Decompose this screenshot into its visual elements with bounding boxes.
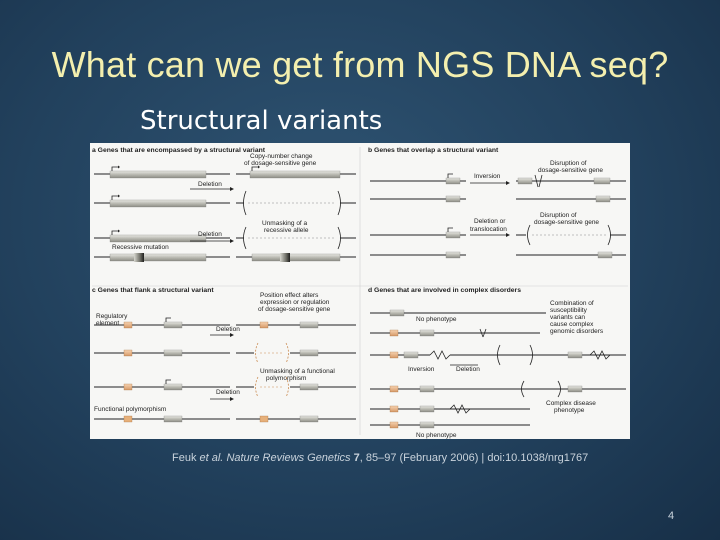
figure-label: Deletion [216,389,240,396]
gene-icon [164,416,182,422]
figure-label: Disruption of [550,160,587,167]
panel-c: c Genes that flank a structural variant … [92,287,356,422]
gene-icon [110,171,206,178]
figure-label: Disruption of [540,212,577,219]
structural-variants-figure: a Genes that are encompassed by a struct… [90,143,630,439]
gene-icon [446,178,460,184]
figure-label: dosage-sensitive gene [538,167,603,174]
figure-label: Combination of [550,300,594,307]
arrow-right-icon [506,181,510,185]
figure-label: Inversion [408,366,435,373]
figure-label: cause complex [550,321,594,328]
figure-label: translocation [470,226,507,233]
figure-label: Inversion [474,173,501,180]
figure-label: Copy-number change [250,153,313,160]
recessive-mutation-marker [134,253,144,262]
figure-label: Complex disease [546,400,596,407]
regulatory-element-icon [124,384,132,390]
figure-label: variants can [550,314,585,321]
citation-rest: , 85–97 (February 2006) | doi:10.1038/nr… [360,452,589,464]
figure-label: No phenotype [416,316,457,323]
arrow-right-icon [230,397,234,401]
figure-label: expression or regulation [260,299,330,306]
citation: Feuk et al. Nature Reviews Genetics 7, 8… [172,452,588,464]
gene-icon [446,252,460,258]
citation-authors: Feuk [172,452,200,464]
page-number: 4 [668,510,674,522]
gene-icon [390,310,404,316]
slide-title: What can we get from NGS DNA seq? [0,44,720,86]
gene-icon [164,384,182,390]
figure-label: Position effect alters [260,292,319,299]
citation-etal: et al. [200,452,224,464]
functional-polymorphism-icon [124,416,132,422]
gene-icon [250,171,340,178]
gene-icon [110,200,206,207]
gene-icon [110,254,206,261]
panel-a-header: a Genes that are encompassed by a struct… [92,147,266,154]
panel-b-header: b Genes that overlap a structural varian… [368,147,499,154]
figure-label: Deletion [216,326,240,333]
figure-label: Functional polymorphism [94,406,166,413]
regulatory-element-icon [124,350,132,356]
figure-label: element [96,320,119,327]
gene-icon [252,254,340,261]
figure-label: Deletion [198,231,222,238]
panel-d: d Genes that are involved in complex dis… [368,287,626,439]
figure-label: of dosage-sensitive gene [244,160,317,167]
panel-a: a Genes that are encompassed by a struct… [92,147,356,262]
figure-label: polymorphism [266,375,306,382]
slide-subtitle: Structural variants [140,106,382,136]
figure-label: recessive allele [264,227,309,234]
figure-label: Regulatory [96,313,128,320]
gene-icon [164,350,182,356]
gene-icon [446,196,460,202]
figure-label: Recessive mutation [112,244,169,251]
figure-label: Deletion [456,366,480,373]
figure-label: Unmasking of a functional [260,368,335,375]
arrow-right-icon [230,333,234,337]
figure-label: dosage-sensitive gene [534,219,599,226]
citation-journal: Nature Reviews Genetics [226,452,350,464]
regulatory-element-icon [124,322,132,328]
panel-b: b Genes that overlap a structural varian… [368,147,626,258]
recessive-mutation-marker [280,253,290,262]
figure-label: No phenotype [416,432,457,439]
gene-icon [446,232,460,238]
arrow-right-icon [230,239,234,243]
figure-label: of dosage-sensitive gene [258,306,331,313]
figure-label: phenotype [554,407,585,414]
gene-icon [164,322,182,328]
figure-label: genomic disorders [550,328,604,335]
figure-label: Deletion [198,181,222,188]
figure-label: susceptibility [550,307,588,314]
arrow-right-icon [506,233,510,237]
arrow-right-icon [230,187,234,191]
panel-d-header: d Genes that are involved in complex dis… [368,287,521,294]
figure-label: Unmasking of a [262,220,308,227]
figure-label: Deletion or [474,218,506,225]
panel-c-header: c Genes that flank a structural variant [92,287,214,294]
